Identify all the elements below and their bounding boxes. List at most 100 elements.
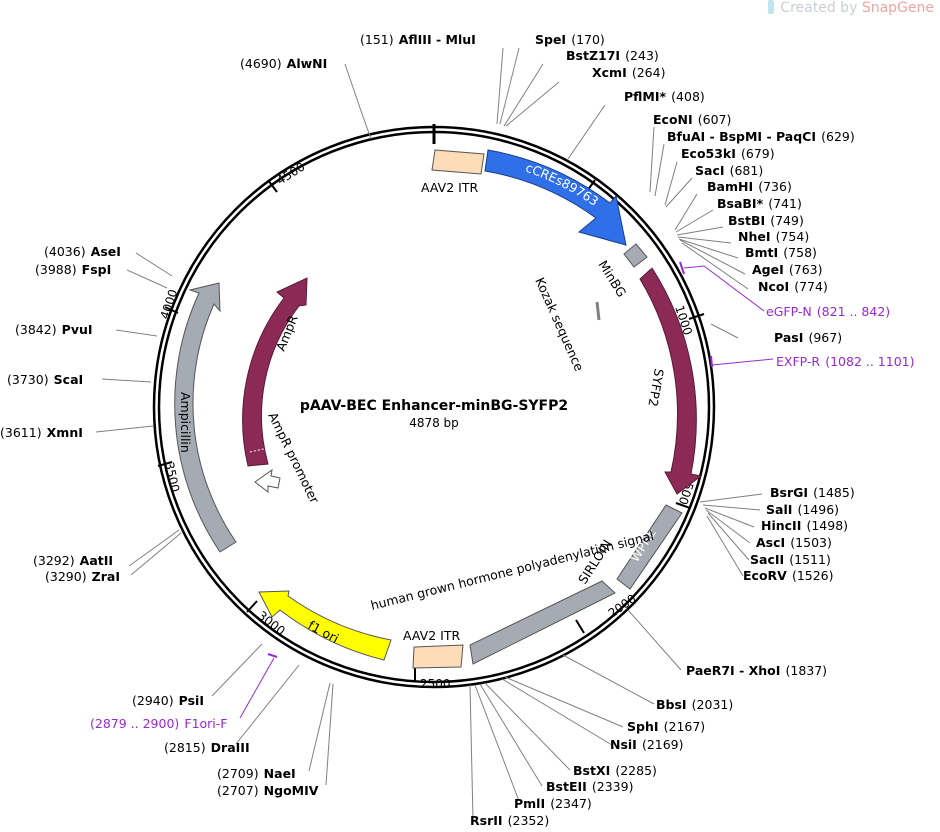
site-bmtI[interactable]: BmtI (758) — [745, 242, 817, 261]
site-name: ZraI — [92, 569, 120, 584]
site-fspI[interactable]: (3988) FspI — [35, 259, 111, 278]
plasmid-size: 4878 bp — [409, 416, 459, 430]
site-hincII[interactable]: HincII (1498) — [761, 515, 848, 534]
site-bsaBI[interactable]: BsaBI* (741) — [717, 193, 802, 212]
site-nheI[interactable]: NheI (754) — [738, 226, 809, 245]
primer-labels: eGFP-N (821 .. 842) EXFP-R (1082 .. 1101… — [90, 301, 915, 732]
leader-nsiI — [501, 678, 613, 746]
site-nsiI[interactable]: NsiI (2169) — [610, 734, 684, 753]
site-aflIII-mluI[interactable]: (151) AflIII - MluI — [360, 29, 476, 48]
site-bfuAI-bspMI-paqCI[interactable]: BfuAI - BspMI - PaqCI (629) — [667, 126, 855, 145]
syfp2-arrow[interactable] — [639, 267, 703, 495]
site-name: AgeI — [752, 262, 784, 277]
site-bbsI[interactable]: BbsI (2031) — [656, 694, 733, 713]
hgh-polya-box[interactable] — [469, 580, 616, 665]
primer-egfp-n-mark[interactable] — [679, 261, 685, 275]
site-pos: (629) — [821, 129, 855, 144]
leader-bmtI — [678, 238, 739, 259]
site-sphI[interactable]: SphI (2167) — [627, 716, 705, 735]
site-name: EcoNI — [653, 112, 693, 127]
site-paeR7I-xhoI[interactable]: PaeR7I - XhoI (1837) — [686, 660, 827, 679]
site-ascI[interactable]: AscI (1503) — [756, 532, 832, 551]
kozak-marker[interactable] — [595, 301, 601, 321]
site-ageI[interactable]: AgeI (763) — [752, 259, 822, 278]
site-pos: (2285) — [615, 763, 657, 778]
site-zraI[interactable]: (3290) ZraI — [45, 566, 120, 585]
site-bstBI[interactable]: BstBI (749) — [728, 210, 804, 229]
site-rsrII[interactable]: RsrII (2352) — [470, 810, 549, 828]
site-xcmI[interactable]: XcmI (264) — [592, 62, 665, 81]
site-bstz17I[interactable]: BstZ17I (243) — [566, 45, 659, 64]
f1-ori-arrow[interactable] — [258, 590, 392, 661]
site-ecoRV[interactable]: EcoRV (1526) — [743, 565, 834, 584]
site-name: SphI — [627, 719, 659, 734]
leader-pmlI — [474, 684, 520, 802]
leader-alwNI — [344, 63, 372, 140]
ampicillin-arrow[interactable] — [174, 282, 237, 553]
site-sacII[interactable]: SacII (1511) — [750, 549, 831, 568]
site-name: BfuAI - BspMI - PaqCI — [667, 129, 816, 144]
ampr-promoter-label: AmpR promoter — [265, 410, 322, 507]
aav2-itr-left[interactable] — [431, 149, 485, 175]
primer-exfp-r-leader — [711, 358, 774, 366]
primer-exfp-r-label[interactable]: EXFP-R (1082 .. 1101) — [776, 351, 915, 370]
site-pasI[interactable]: PasI (967) — [774, 327, 842, 346]
site-naeI[interactable]: (2709) NaeI — [217, 763, 296, 782]
cres-arrow[interactable] — [484, 149, 627, 246]
site-pos: (967) — [808, 330, 842, 345]
site-aatII[interactable]: (3292) AatII — [33, 550, 113, 569]
site-bsrGI[interactable]: BsrGI (1485) — [770, 482, 855, 501]
ampr-arrow[interactable] — [242, 277, 308, 467]
wpre-box[interactable] — [616, 504, 683, 590]
aav2-itr-right-label: AAV2 ITR — [403, 628, 460, 643]
primer-exfp-r-mark[interactable] — [710, 355, 713, 368]
site-name: BsaBI* — [717, 196, 764, 211]
site-pmlI[interactable]: PmlI (2347) — [514, 793, 592, 812]
site-salI[interactable]: SalI (1496) — [766, 499, 839, 518]
leader-scaI — [101, 378, 152, 383]
site-name: EcoRV — [743, 568, 787, 583]
site-pos: (170) — [571, 32, 605, 47]
leader-ageI — [679, 239, 746, 275]
site-pflMI[interactable]: PflMI* (408) — [624, 86, 705, 105]
site-pos: (741) — [768, 196, 802, 211]
site-sacI[interactable]: SacI (681) — [695, 160, 763, 179]
site-name: XcmI — [592, 65, 627, 80]
ampr-promoter-arrow[interactable] — [254, 468, 281, 494]
site-bamHI[interactable]: BamHI (736) — [707, 176, 792, 195]
site-scaI[interactable]: (3730) ScaI — [7, 369, 83, 388]
leader-ecoRV — [706, 515, 744, 577]
site-ncoI[interactable]: NcoI (774) — [758, 276, 828, 295]
minbg-box[interactable] — [623, 243, 648, 268]
site-aseI[interactable]: (4036) AseI — [44, 241, 121, 260]
leader-sacI — [665, 177, 693, 208]
site-name: BbsI — [656, 697, 687, 712]
primer-f1ori-f-label[interactable]: (2879 .. 2900) F1ori-F — [90, 713, 227, 732]
site-speI[interactable]: SpeI (170) — [535, 29, 605, 48]
leader-nheI — [677, 236, 732, 244]
site-psiI[interactable]: (2940) PsiI — [132, 690, 204, 709]
site-alwNI[interactable]: (4690) AlwNI — [240, 53, 327, 72]
site-ecoNI[interactable]: EcoNI (607) — [653, 109, 731, 128]
site-bstXI[interactable]: BstXI (2285) — [573, 760, 657, 779]
site-eco53kI[interactable]: Eco53kI (679) — [681, 143, 775, 162]
site-draIII[interactable]: (2815) DraIII — [164, 737, 250, 756]
primer-egfp-n-label[interactable]: eGFP-N (821 .. 842) — [766, 301, 890, 320]
site-name: NgoMIV — [264, 783, 319, 798]
site-bstEII[interactable]: BstEII (2339) — [546, 776, 633, 795]
watermark-prefix: Created by — [780, 0, 858, 16]
primer-name: eGFP-N — [766, 304, 812, 319]
site-ngoMIV[interactable]: (2707) NgoMIV — [217, 780, 319, 799]
site-pos: (243) — [625, 48, 659, 63]
leader-ascI — [705, 509, 751, 544]
site-pvuI[interactable]: (3842) PvuI — [15, 319, 93, 338]
primer-f1ori-f-mark[interactable] — [267, 653, 278, 658]
leader-bstz17I — [503, 63, 544, 127]
aav2-itr-right[interactable] — [412, 644, 464, 669]
site-pos: (736) — [758, 179, 792, 194]
leader-bstBI — [676, 226, 724, 236]
site-pos: (1511) — [789, 552, 831, 567]
site-xmnI[interactable]: (3611) XmnI — [0, 422, 83, 441]
site-pos: (2031) — [692, 697, 734, 712]
